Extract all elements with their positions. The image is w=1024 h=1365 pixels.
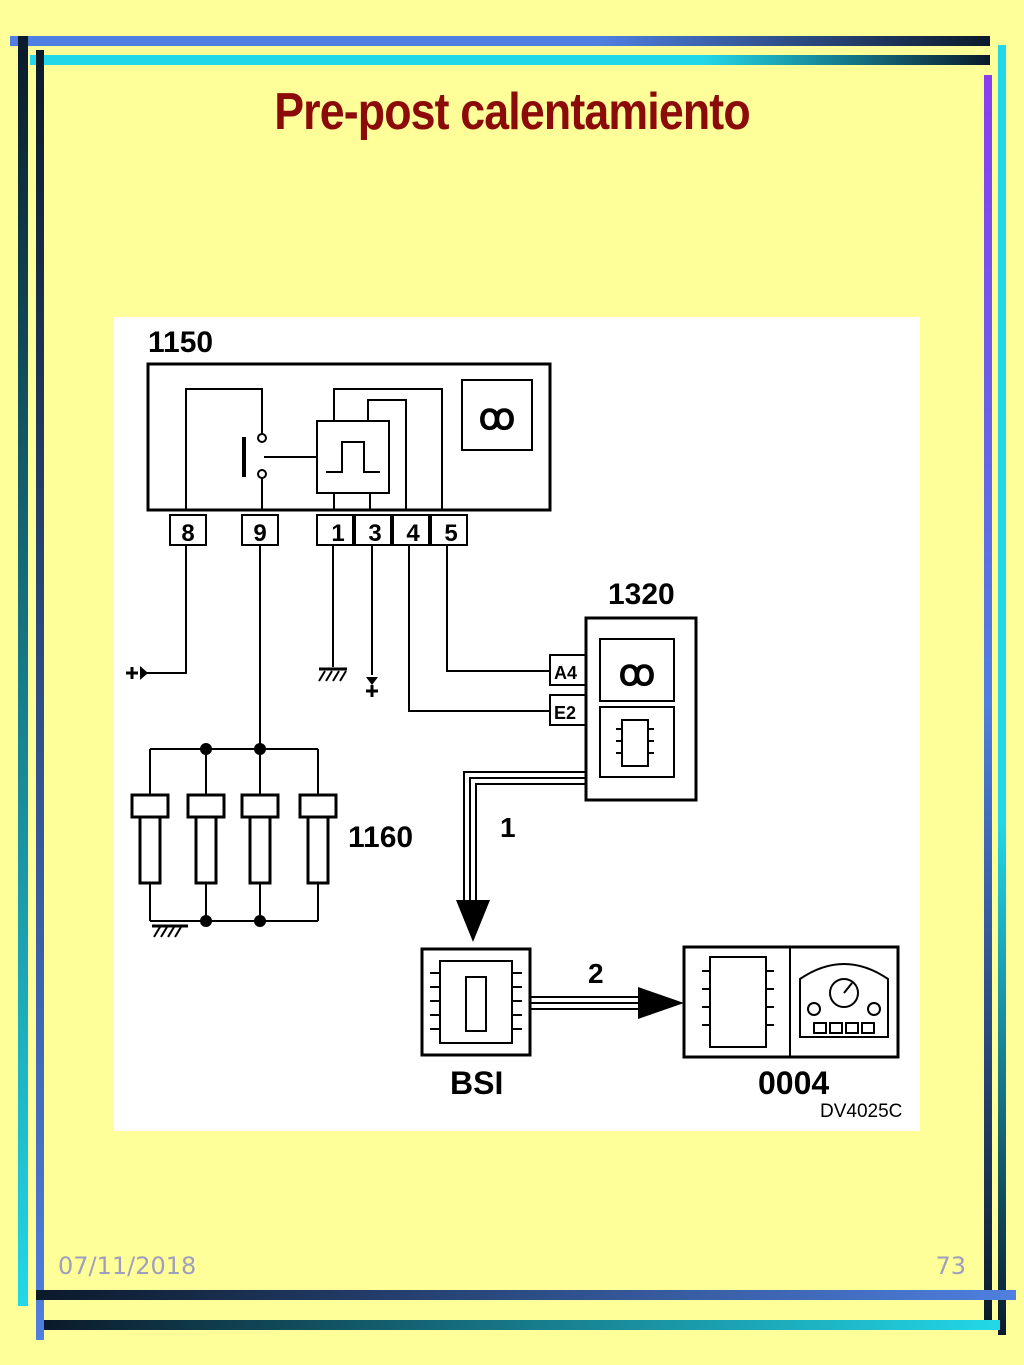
wiring-diagram-svg: ꝏ (126, 326, 902, 1122)
timer-module (316, 420, 390, 494)
pin-5: 5 (444, 520, 457, 547)
footer-date: 07/11/2018 (58, 1252, 197, 1280)
pin-e2: E2 (554, 703, 576, 723)
relay-unit-box (146, 362, 552, 512)
pin-9: 9 (253, 520, 266, 547)
frame-right-bar (984, 75, 992, 1325)
frame-top-bar (10, 36, 990, 46)
frame-left-bar (18, 36, 28, 1306)
label-reference: DV4025C (820, 1101, 902, 1122)
battery-plus-symbol (126, 666, 148, 680)
wiring-diagram: ꝏ (114, 317, 920, 1131)
label-1320: 1320 (608, 578, 675, 611)
slide-title: Pre-post calentamiento (274, 83, 750, 141)
junction-dots (200, 743, 266, 927)
label-bsi: BSI (450, 1065, 503, 1101)
svg-text:ꝏ: ꝏ (479, 396, 516, 437)
pin-a4: A4 (554, 663, 577, 683)
label-1160: 1160 (348, 821, 413, 854)
frame-bottom-bar-2 (44, 1320, 1000, 1330)
link-1-label: 1 (500, 812, 516, 843)
frame-right-bar-2 (998, 45, 1006, 1335)
indicator-unit-box (584, 616, 698, 802)
footer-page-number: 73 (935, 1252, 966, 1280)
label-0004: 0004 (758, 1065, 829, 1101)
pin-4: 4 (406, 520, 420, 547)
pin-1: 1 (331, 520, 344, 547)
relay-coil-icon (461, 379, 533, 451)
svg-text:ꝏ: ꝏ (619, 652, 656, 693)
frame-left-bar-2 (36, 50, 44, 1340)
glow-plug-group (130, 749, 338, 921)
frame-top-bar-2 (30, 55, 990, 65)
link-2-label: 2 (588, 958, 604, 989)
ignition-plus-symbol (366, 677, 378, 697)
frame-bottom-bar (36, 1290, 1016, 1300)
label-1150: 1150 (148, 326, 213, 359)
pin-8: 8 (181, 520, 194, 547)
pin-3: 3 (368, 520, 381, 547)
